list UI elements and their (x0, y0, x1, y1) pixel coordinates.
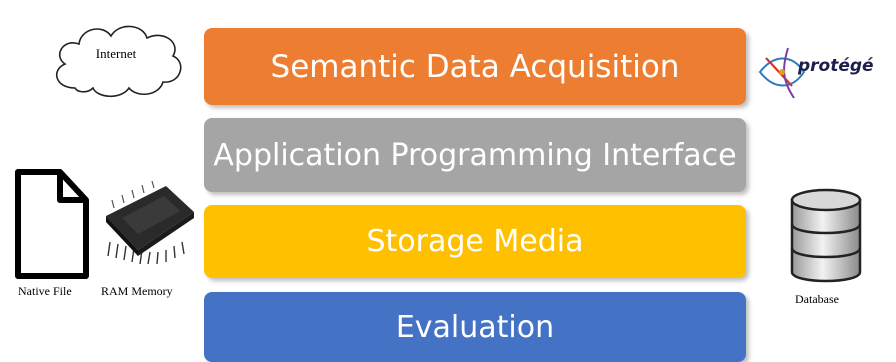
layer-application-programming-interface: Application Programming Interface (204, 118, 746, 192)
file-icon (15, 169, 89, 279)
layer-storage-media: Storage Media (204, 205, 746, 278)
native-file-label: Native File (18, 284, 72, 298)
layer-label: Semantic Data Acquisition (270, 48, 680, 85)
layer-semantic-data-acquisition: Semantic Data Acquisition (204, 28, 746, 105)
database-icon (790, 188, 862, 283)
layer-evaluation: Evaluation (204, 292, 746, 362)
cloud-icon (55, 25, 182, 98)
database-label: Database (795, 292, 839, 306)
ram-chip-icon (106, 180, 194, 265)
internet-label: Internet (95, 46, 137, 61)
layer-label: Application Programming Interface (213, 137, 737, 173)
protege-wordmark: protégé (798, 56, 874, 76)
protege-logo (758, 47, 806, 99)
ram-memory-label: RAM Memory (101, 284, 173, 298)
layer-label: Evaluation (395, 309, 555, 345)
layer-label: Storage Media (366, 224, 584, 259)
